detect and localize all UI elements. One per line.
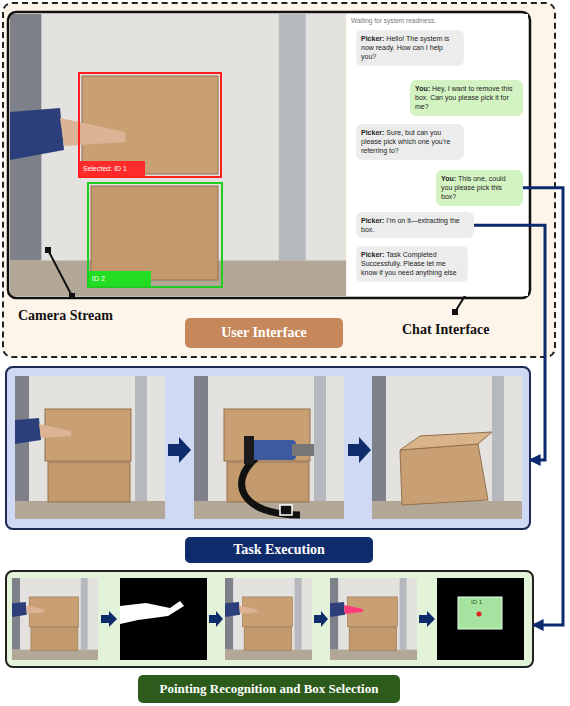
cardboard-box-top <box>400 432 492 450</box>
suction-pad <box>244 436 254 464</box>
speaker-name: Picker: <box>361 129 384 136</box>
flow-connector <box>474 225 545 460</box>
detection-box: ID 2 <box>87 182 223 288</box>
callout-label: Camera Stream <box>18 308 148 326</box>
panel-caption: User Interface <box>185 318 343 348</box>
speaker-name: You: <box>441 175 456 182</box>
flow-arrow <box>419 611 435 627</box>
flow-arrow <box>101 611 117 627</box>
robot-joint <box>292 444 314 456</box>
thumb-boxes <box>242 597 292 650</box>
thumb-boxes <box>347 597 397 650</box>
flow-arrow <box>348 437 371 463</box>
pointing-target <box>477 612 482 617</box>
leader-end <box>452 309 458 315</box>
chat-bubble: You:Hey, I want to remove this box. Can … <box>410 80 523 116</box>
box-id-label: ID 1 <box>471 598 482 606</box>
thumb-arm <box>225 602 257 617</box>
hand-mask <box>120 601 184 624</box>
selection-frame <box>437 578 524 660</box>
robot-gripper <box>250 440 296 460</box>
leader-end <box>45 247 51 253</box>
message-body: Picker:Sure, but can you please pick whi… <box>361 128 459 156</box>
photo-backdrop <box>194 376 344 519</box>
message-body: Picker:I'm on it—extracting the box. <box>361 216 469 234</box>
chat-bubble: Picker:Task Completed Successfully. Plea… <box>356 246 468 282</box>
cardboard-box <box>82 76 218 174</box>
chat-bubble: Picker:Sure, but can you please pick whi… <box>356 124 464 160</box>
flow-connector <box>523 188 563 625</box>
ui-frame <box>8 12 530 298</box>
camera-backdrop <box>10 14 346 296</box>
thumb-backdrop <box>330 578 417 660</box>
panel-fill <box>5 366 531 530</box>
selection-box: Selected: ID 1 <box>78 72 222 178</box>
leader-end <box>69 293 75 299</box>
speaker-name: You: <box>415 85 430 92</box>
photo-boxes <box>45 409 131 502</box>
panel-caption: Task Execution <box>185 537 373 563</box>
photo-backdrop <box>15 376 165 519</box>
photo-arm <box>15 418 71 444</box>
chat-bubble: You:This one, could you please pick this… <box>436 170 523 206</box>
message-body: Picker:Hello! The system is now ready. H… <box>361 34 459 62</box>
callout-label: Chat Interface <box>402 322 522 340</box>
panel-fill <box>5 570 534 668</box>
message-body: You:This one, could you please pick this… <box>441 174 518 202</box>
thumb-boxes <box>29 597 78 650</box>
speaker-name: Picker: <box>361 217 384 224</box>
message-body: You:Hey, I want to remove this box. Can … <box>415 84 518 112</box>
thumb-backdrop <box>12 578 98 660</box>
box-id-tag: ID 2 <box>89 271 151 286</box>
cardboard-box <box>400 444 488 505</box>
flow-arrow <box>209 611 223 627</box>
box-id-tag: Selected: ID 1 <box>80 161 145 176</box>
photo-backdrop <box>372 376 522 519</box>
sleeve <box>10 108 64 160</box>
selected-box <box>458 597 502 629</box>
panel-fill <box>2 2 556 358</box>
flow-arrow <box>168 437 191 463</box>
thumb-arm <box>330 602 362 617</box>
robot-hose <box>242 458 300 515</box>
task-panel: Task Execution <box>5 366 531 530</box>
flow-arrow <box>314 611 328 627</box>
cardboard-box <box>91 186 218 280</box>
ui-panel: Camera StreamUser Interface Chat Interfac… <box>2 2 556 358</box>
thumb-backdrop <box>225 578 312 660</box>
chat-bubble: Picker:Hello! The system is now ready. H… <box>356 30 464 66</box>
pointing-hand <box>60 118 126 146</box>
leader-line <box>48 250 72 296</box>
panel-caption: Pointing Recognition and Box Selection <box>138 675 400 703</box>
chat-window: Waiting for system readiness. Picker:Hell… <box>347 14 528 296</box>
april-tag <box>280 505 292 515</box>
message-body: Picker:Task Completed Successfully. Plea… <box>361 250 463 278</box>
mask-frame <box>120 578 207 660</box>
speaker-name: Picker: <box>361 251 384 258</box>
speaker-name: Picker: <box>361 35 384 42</box>
pointing-panel: Pointing Recognition and Box Selection <box>5 570 534 668</box>
hand-highlight <box>344 605 363 614</box>
thumb-arm <box>12 602 44 617</box>
chat-bubble: Picker:I'm on it—extracting the box. <box>356 212 474 238</box>
status-text: Waiting for system readiness. <box>351 16 526 26</box>
